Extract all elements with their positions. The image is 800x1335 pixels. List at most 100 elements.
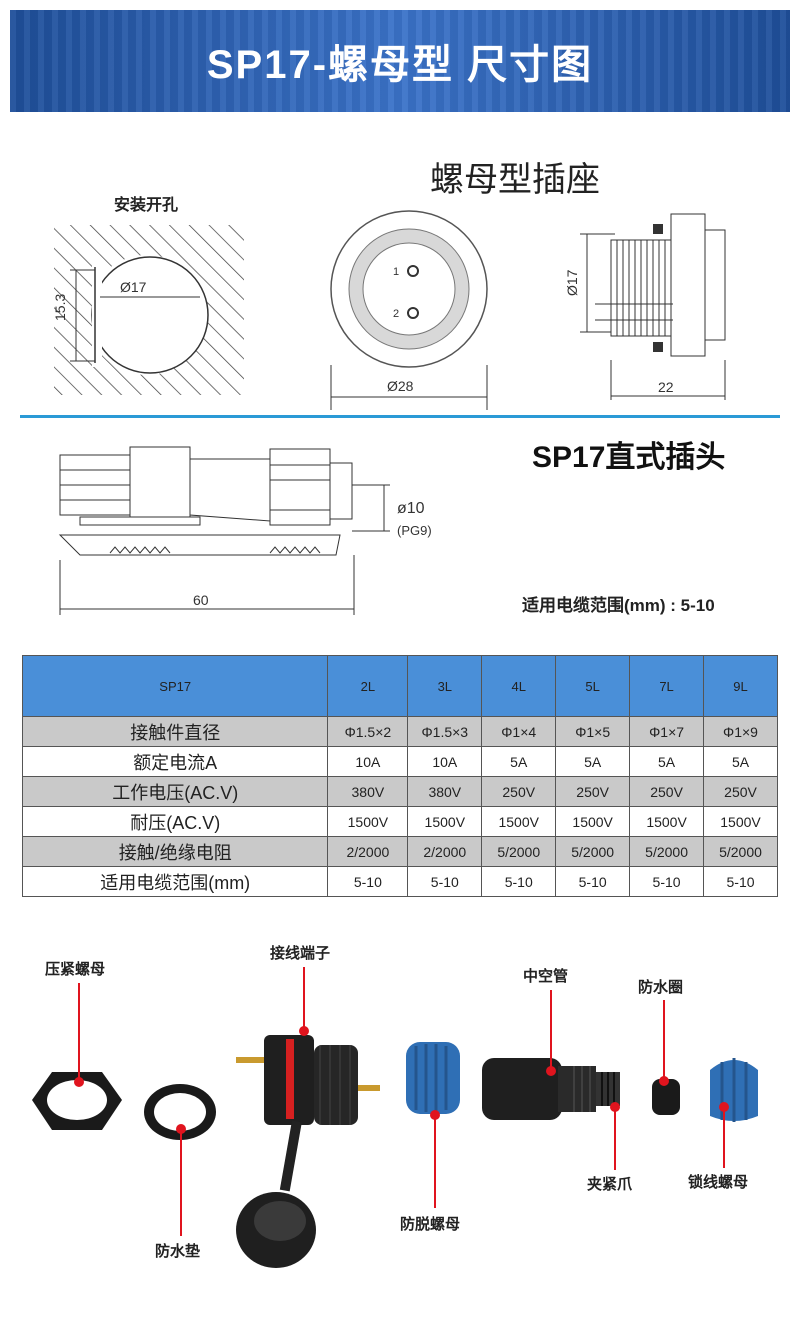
- table-cell: 1500V: [555, 806, 631, 837]
- face-dia-dim: Ø28: [387, 378, 414, 394]
- table-cell: 10A: [327, 746, 409, 777]
- table-cell: 5-10: [407, 866, 483, 897]
- table-cell: 1500V: [407, 806, 483, 837]
- hole-label: 安装开孔: [114, 197, 179, 214]
- socket-side-drawing: Ø17 22: [564, 213, 726, 400]
- side-len-dim: 22: [658, 379, 674, 395]
- table-cell: 1500V: [629, 806, 705, 837]
- hole-flat-dim: 15.3: [52, 294, 68, 321]
- table-cell: 5A: [703, 746, 778, 777]
- water-ring-image: [652, 1079, 680, 1115]
- hollow-tube-label: 中空管: [523, 968, 569, 985]
- clamp-claw-dot: [610, 1102, 620, 1112]
- table-cell: 380V: [407, 776, 483, 807]
- anti-loose-nut-dot: [430, 1110, 440, 1120]
- gasket-image: [144, 1084, 216, 1140]
- press-nut-dot: [74, 1077, 84, 1087]
- table-row: 适用电缆范围(mm) 5-10 5-10 5-10 5-10 5-10 5-10: [21, 866, 778, 897]
- table-cell: 1500V: [703, 806, 778, 837]
- lock-nut-dot: [719, 1102, 729, 1112]
- table-cell: 2/2000: [407, 836, 483, 867]
- row-label: 耐压(AC.V): [21, 806, 329, 837]
- anti-loose-nut-image: [406, 1042, 460, 1114]
- table-cell: 5A: [629, 746, 705, 777]
- page-title: SP17-螺母型 尺寸图: [206, 43, 594, 87]
- press-nut-pointer: [78, 983, 80, 1081]
- row-label: 接触/绝缘电阻: [21, 836, 329, 867]
- table-cell: 5/2000: [555, 836, 631, 867]
- table-row: 接触/绝缘电阻 2/2000 2/2000 5/2000 5/2000 5/20…: [21, 836, 778, 867]
- table-cell: 5-10: [327, 866, 409, 897]
- table-cell: 5/2000: [703, 836, 778, 867]
- anti-loose-nut-label: 防脱螺母: [400, 1216, 461, 1233]
- spec-table: SP17 2L 3L 4L 5L 7L 9L 接触件直径 Φ1.5×2 Φ1.5…: [21, 655, 778, 897]
- table-cell: Φ1×9: [703, 716, 778, 747]
- plug-length-dim: 60: [193, 592, 209, 608]
- row-label: 工作电压(AC.V): [21, 776, 329, 807]
- cable-dia-dim: ø10: [397, 500, 425, 517]
- table-cell: 1500V: [327, 806, 409, 837]
- table-cell: 250V: [481, 776, 557, 807]
- table-cell: 10A: [407, 746, 483, 777]
- table-header-row: SP17 2L 3L 4L 5L 7L 9L: [21, 655, 778, 717]
- table-cell: Φ1.5×3: [407, 716, 483, 747]
- table-header: 5L: [555, 655, 631, 717]
- lock-nut-label: 锁线螺母: [688, 1174, 749, 1191]
- hollow-tube-pointer: [550, 990, 552, 1070]
- terminal-dot: [299, 1026, 309, 1036]
- table-cell: 5/2000: [481, 836, 557, 867]
- table-cell: 5A: [481, 746, 557, 777]
- gasket-dot: [176, 1124, 186, 1134]
- table-row: 工作电压(AC.V) 380V 380V 250V 250V 250V 250V: [21, 776, 778, 807]
- anti-loose-nut-pointer: [434, 1113, 436, 1208]
- hole-dia-dim: Ø17: [120, 279, 147, 295]
- table-header: 9L: [703, 655, 778, 717]
- table-cell: 380V: [327, 776, 409, 807]
- socket-face-drawing: 1 2 Ø28: [330, 210, 488, 410]
- table-cell: 5-10: [481, 866, 557, 897]
- table-cell: 5/2000: [629, 836, 705, 867]
- table-cell: 5A: [555, 746, 631, 777]
- table-cell: 250V: [703, 776, 778, 807]
- table-cell: 1500V: [481, 806, 557, 837]
- row-label: 接触件直径: [21, 716, 329, 747]
- pin-1-label: 1: [393, 266, 399, 278]
- clamp-claw-label: 夹紧爪: [587, 1176, 633, 1193]
- plug-drawing: 60 ø10 (PG9): [58, 446, 432, 615]
- clamp-claw-pointer: [614, 1106, 616, 1170]
- hollow-tube-image: [482, 1058, 620, 1120]
- mounting-hole-drawing: 15.3 Ø17: [52, 225, 244, 395]
- section-divider: [20, 415, 780, 418]
- table-header: 3L: [407, 655, 483, 717]
- gasket-pointer: [180, 1128, 182, 1236]
- table-cell: 5-10: [703, 866, 778, 897]
- terminal-image: [236, 1035, 380, 1268]
- table-cell: Φ1×7: [629, 716, 705, 747]
- water-ring-label: 防水圈: [638, 979, 684, 996]
- water-ring-pointer: [663, 1000, 665, 1080]
- table-cell: Φ1.5×2: [327, 716, 409, 747]
- table-cell: Φ1×5: [555, 716, 631, 747]
- gland-dim: (PG9): [397, 523, 432, 538]
- lock-nut-image: [710, 1058, 758, 1122]
- terminal-pointer: [303, 967, 305, 1033]
- press-nut-label: 压紧螺母: [45, 961, 106, 978]
- table-row: 耐压(AC.V) 1500V 1500V 1500V 1500V 1500V 1…: [21, 806, 778, 837]
- table-cell: 250V: [555, 776, 631, 807]
- table-row: 接触件直径 Φ1.5×2 Φ1.5×3 Φ1×4 Φ1×5 Φ1×7 Φ1×9: [21, 716, 778, 747]
- table-row: 额定电流A 10A 10A 5A 5A 5A 5A: [21, 746, 778, 777]
- gasket-label: 防水垫: [155, 1243, 201, 1260]
- hollow-tube-dot: [546, 1066, 556, 1076]
- table-header: SP17: [21, 655, 329, 717]
- table-cell: 5-10: [555, 866, 631, 897]
- table-header: 4L: [481, 655, 557, 717]
- row-label: 适用电缆范围(mm): [21, 866, 329, 897]
- press-nut-image: [32, 1072, 122, 1130]
- table-header: 7L: [629, 655, 705, 717]
- plug-title: SP17直式插头: [532, 441, 726, 474]
- water-ring-dot: [659, 1076, 669, 1086]
- socket-title: 螺母型插座: [430, 161, 600, 199]
- side-dia-dim: Ø17: [564, 269, 580, 296]
- table-cell: 2/2000: [327, 836, 409, 867]
- cable-range-text: 适用电缆范围(mm) : 5-10: [522, 596, 715, 615]
